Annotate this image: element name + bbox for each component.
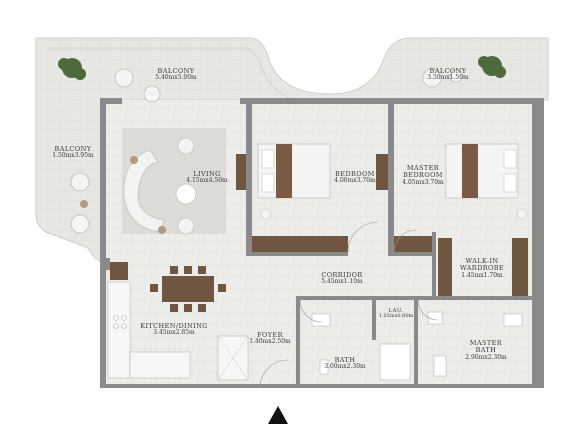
room-label-master-bedroom: MASTER BEDROOM 4.05mx3.70m xyxy=(402,164,444,187)
wood-panels xyxy=(110,154,528,296)
plant-icon xyxy=(58,58,86,80)
room-name: BATH xyxy=(334,356,356,364)
room-dims: 3.50mx1.50m xyxy=(427,74,469,82)
room-dims: 4.15mx4.50m xyxy=(186,177,228,185)
room-name: BALCONY xyxy=(157,67,195,75)
room-label-lau: LAU. 1.05mx0.80m xyxy=(379,308,414,320)
room-name: LAU. xyxy=(388,308,404,314)
room-dims: 2.90mx2.30m xyxy=(465,353,507,361)
room-name: LIVING xyxy=(193,170,221,178)
room-name: BALCONY xyxy=(54,145,92,153)
room-label-living: LIVING 4.15mx4.50m xyxy=(186,170,228,185)
bedroom-bed xyxy=(257,143,331,220)
room-name: MASTER BATH xyxy=(469,339,503,355)
room-name: BEDROOM xyxy=(335,170,375,178)
room-label-foyer: FOYER 1.40mx2.50m xyxy=(249,331,291,346)
kitchen-counter xyxy=(107,281,191,379)
room-dims: 1.05mx0.80m xyxy=(378,313,414,320)
door-swings xyxy=(259,221,439,389)
room-label-walk-in: WALK-IN WARDROBE 1.45mx1.70m xyxy=(459,257,505,280)
room-dims: 5.45mx1.10m xyxy=(321,278,363,286)
room-label-bedroom: BEDROOM 4.00mx3.70m xyxy=(334,170,376,185)
north-arrow-icon xyxy=(268,406,288,424)
side-table xyxy=(130,156,138,164)
room-name: WALK-IN WARDROBE xyxy=(459,257,505,273)
room-label-kitchen: KITCHEN/DINING 3.45mx2.85m xyxy=(140,322,208,337)
room-dims: 5.40mx5.00m xyxy=(155,74,197,82)
plant-icon xyxy=(478,56,506,78)
dining-table xyxy=(150,266,226,312)
room-dims: 1.50mx3.95m xyxy=(52,152,94,160)
room-dims: 1.45mx1.70m xyxy=(461,271,503,279)
room-label-bath: BATH 3.00mx2.30m xyxy=(324,356,366,371)
side-table xyxy=(158,226,166,234)
room-label-balcony-top: BALCONY 5.40mx5.00m xyxy=(155,67,197,82)
room-label-balcony-left: BALCONY 1.50mx3.95m xyxy=(52,145,94,160)
room-dims: 4.00mx3.70m xyxy=(334,177,376,185)
room-dims: 3.00mx2.30m xyxy=(324,363,366,371)
room-dims: 1.40mx2.50m xyxy=(249,338,291,346)
living-sofa xyxy=(123,137,195,235)
room-label-master-bath: MASTER BATH 2.90mx2.30m xyxy=(465,339,507,362)
room-name: CORRIDOR xyxy=(321,271,363,279)
coffee-table xyxy=(175,183,197,205)
master-bedroom-bed xyxy=(445,143,528,220)
room-name: FOYER xyxy=(257,331,283,339)
room-dims: 4.05mx3.70m xyxy=(402,178,444,186)
balcony-table xyxy=(80,200,88,208)
room-name: BALCONY xyxy=(429,67,467,75)
balcony-outline xyxy=(35,37,549,263)
bath-fixtures xyxy=(311,311,523,381)
walls xyxy=(100,98,544,388)
room-name: MASTER BEDROOM xyxy=(403,164,443,180)
room-label-balcony-right: BALCONY 3.50mx1.50m xyxy=(427,67,469,82)
room-label-corridor: CORRIDOR 5.45mx1.10m xyxy=(321,271,363,286)
room-name: KITCHEN/DINING xyxy=(140,322,208,330)
room-dims: 3.45mx2.85m xyxy=(153,329,195,337)
balcony-chairs xyxy=(70,68,463,234)
